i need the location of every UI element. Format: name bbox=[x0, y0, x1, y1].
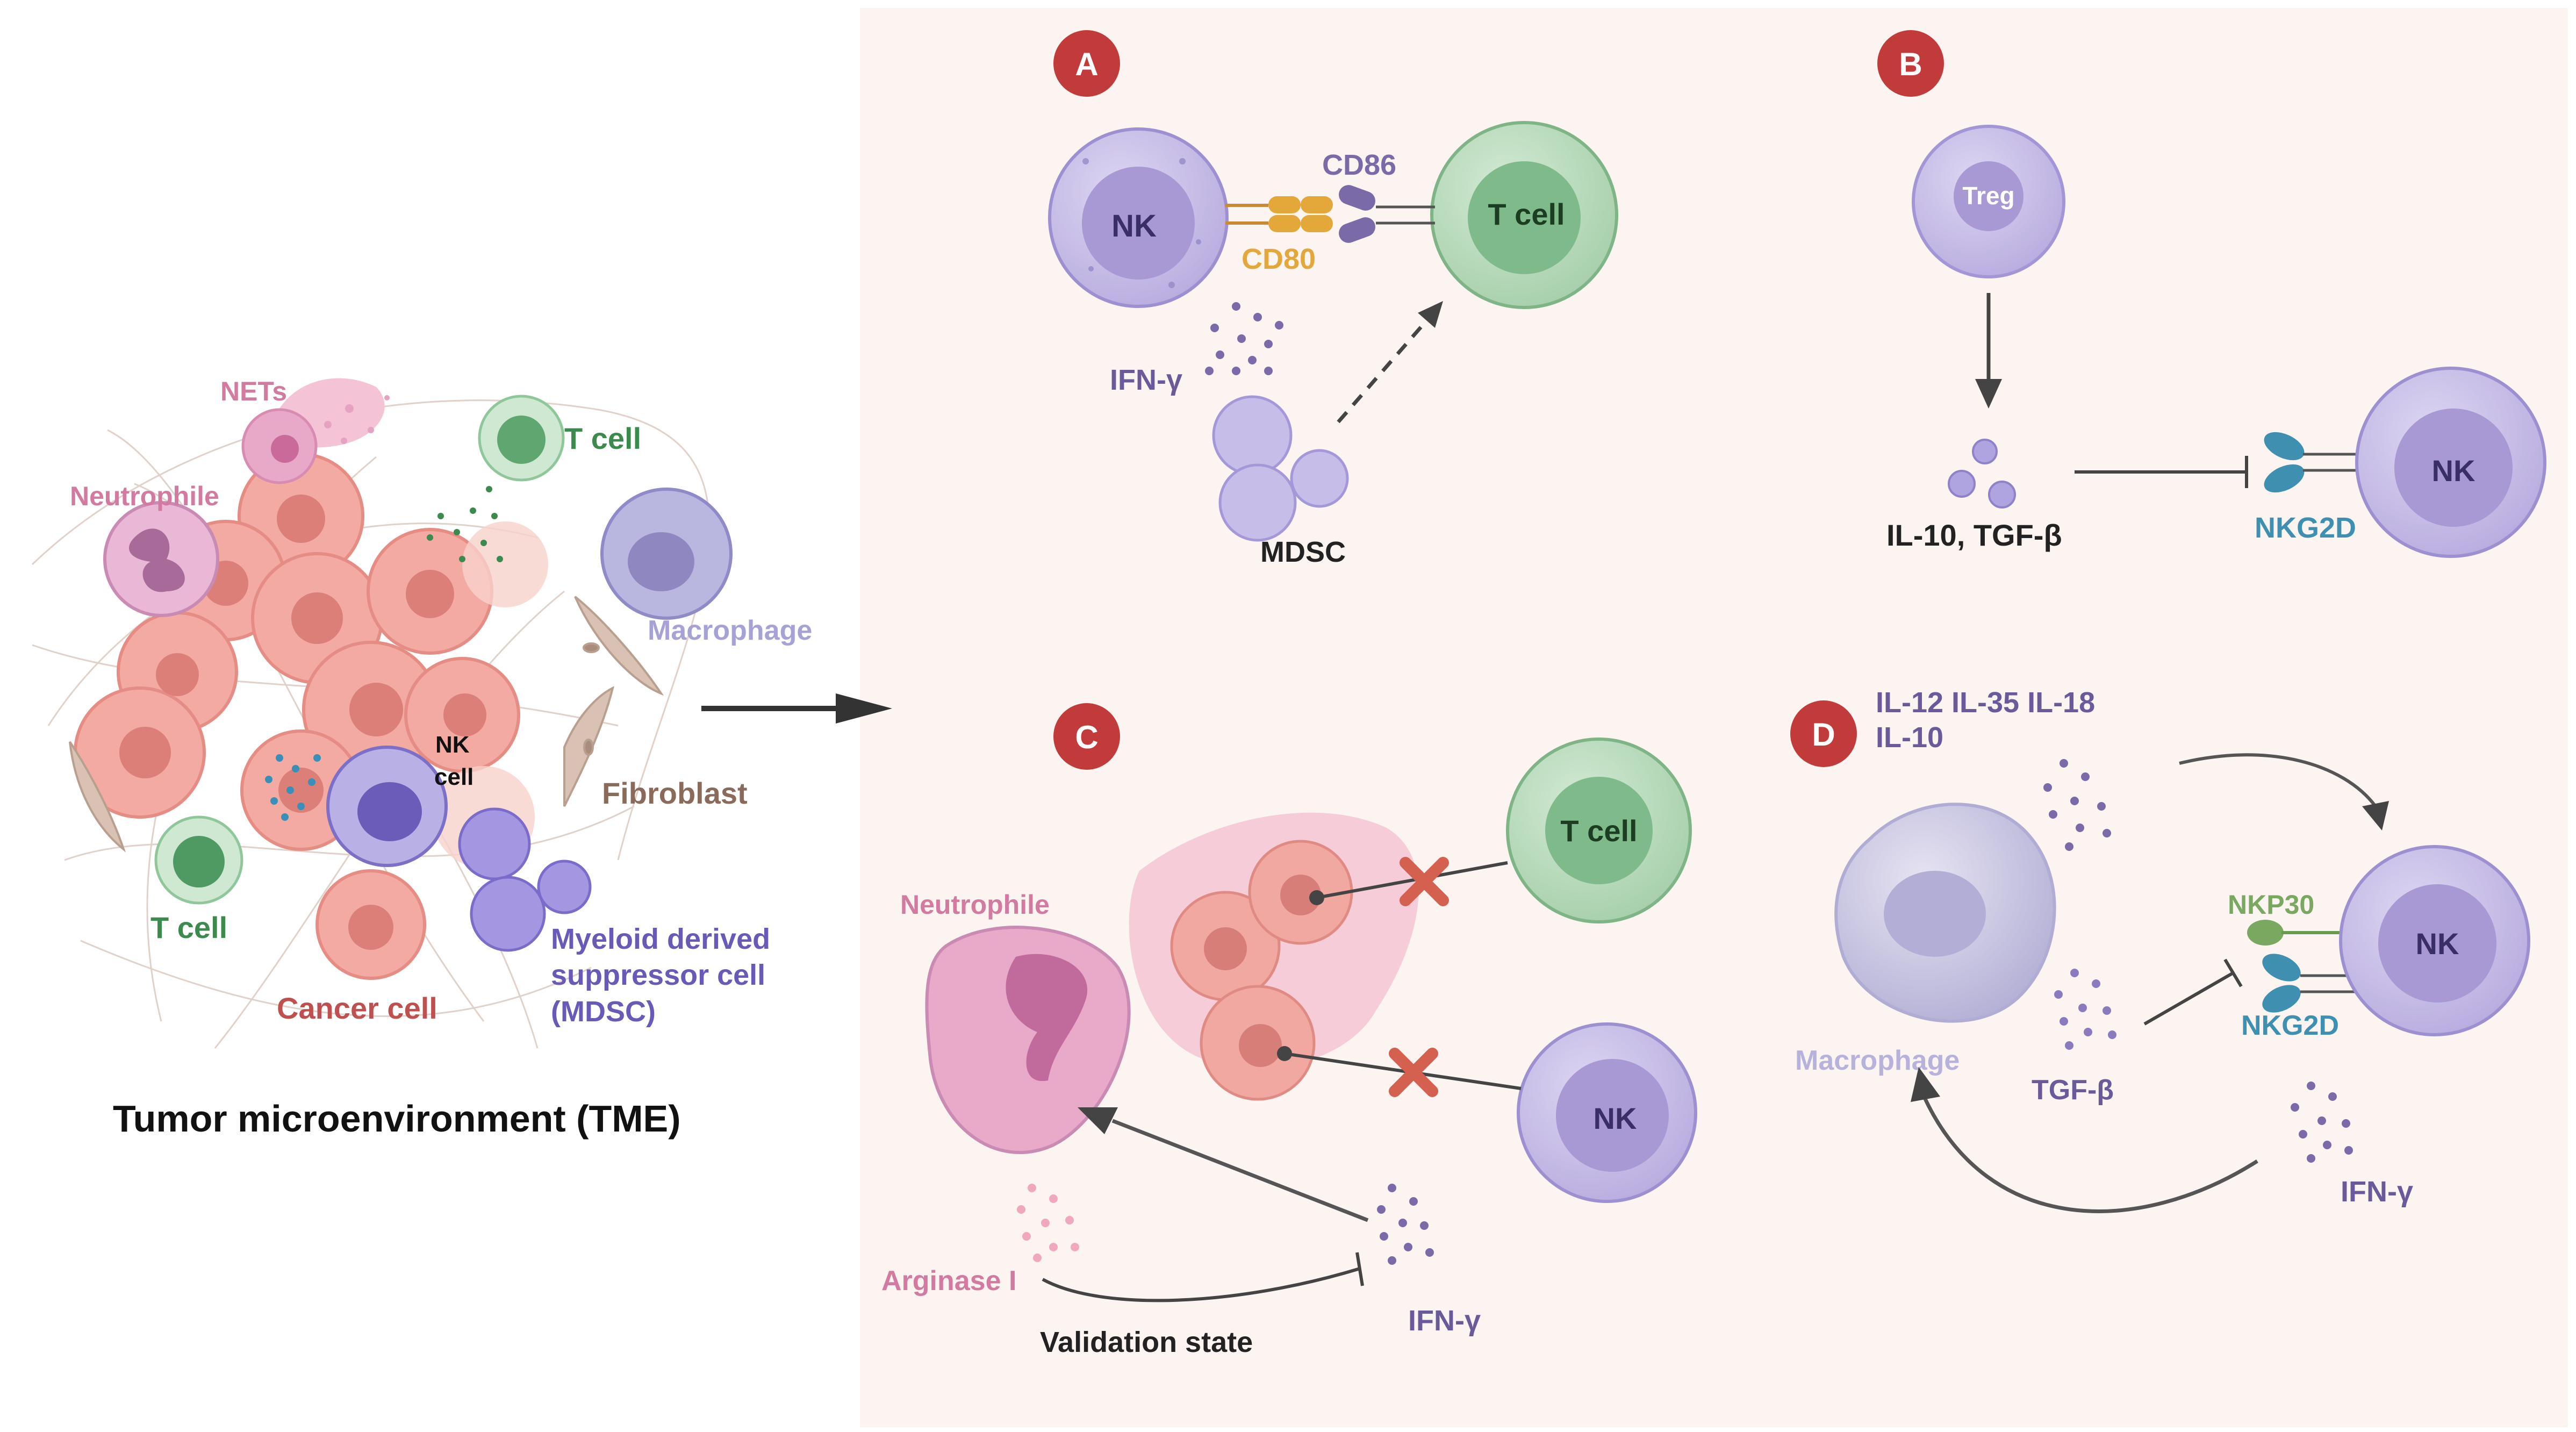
arginase-dots bbox=[1017, 1184, 1079, 1262]
panel-b: B Treg IL-10, TGF-β NKG2D NK bbox=[1877, 30, 2546, 558]
cytokine-to-nk-arrow bbox=[2179, 753, 2377, 807]
label-cancer-cell: Cancer cell bbox=[277, 991, 437, 1025]
label-nk-cell-line1: NK bbox=[435, 732, 470, 758]
panel-a: A NK T cell bbox=[1048, 30, 1618, 568]
label-nk-cell-line2: cell bbox=[434, 764, 473, 790]
ifn-label-a: IFN-γ bbox=[1110, 364, 1182, 396]
arginase-label: Arginase I bbox=[881, 1265, 1016, 1297]
cytokines-label-b: IL-10, TGF-β bbox=[1886, 518, 2062, 552]
badge-a: A bbox=[1075, 46, 1098, 82]
label-tcell-bottom: T cell bbox=[150, 911, 227, 944]
tgf-dots bbox=[2054, 969, 2116, 1050]
badge-b-circle bbox=[1877, 30, 1944, 97]
nk-label-a: NK bbox=[1111, 209, 1157, 244]
treg-label: Treg bbox=[1962, 182, 2014, 210]
label-mdsc-line2: suppressor cell bbox=[551, 959, 765, 991]
nk-label-d: NK bbox=[2416, 927, 2459, 961]
macrophage-label-d: Macrophage bbox=[1795, 1045, 1960, 1076]
tcell-bottom bbox=[154, 815, 243, 905]
nkg2d-label-b: NKG2D bbox=[2255, 512, 2356, 544]
ifn-dots-a bbox=[1205, 302, 1283, 375]
tcell-label-a: T cell bbox=[1488, 197, 1565, 231]
neutrophile-label-c: Neutrophile bbox=[900, 890, 1050, 920]
main-arrow bbox=[701, 693, 892, 724]
ifn-dots-d bbox=[2291, 1082, 2353, 1163]
block-x-icon bbox=[1389, 1048, 1438, 1097]
cytokines-line1-d: IL-12 IL-35 IL-18 bbox=[1876, 686, 2095, 719]
cd80-label: CD80 bbox=[1242, 243, 1316, 275]
block-x-icon bbox=[1400, 857, 1449, 906]
tcell-label-c: T cell bbox=[1560, 814, 1637, 848]
tme-title: Tumor microenvironment (TME) bbox=[113, 1098, 681, 1140]
macrophage-tme bbox=[600, 488, 733, 620]
badge-c: C bbox=[1075, 719, 1098, 755]
label-fibroblast: Fibroblast bbox=[602, 776, 748, 810]
nkg2d-receptor-b bbox=[2264, 432, 2359, 493]
label-macrophage: Macrophage bbox=[648, 615, 812, 646]
mdsc-dashed-arrow bbox=[1337, 316, 1431, 424]
cytokine-balls-b bbox=[1948, 439, 2016, 509]
ifn-dots-c bbox=[1377, 1184, 1434, 1265]
nk-label-c: NK bbox=[1594, 1101, 1637, 1135]
cytokine-dots-d bbox=[2043, 759, 2111, 851]
nkg2d-receptor-d bbox=[2262, 954, 2359, 1013]
panel-d: D IL-12 IL-35 IL-18 IL-10 Macrophage TGF… bbox=[1790, 686, 2530, 1213]
label-nets: NETs bbox=[220, 376, 287, 406]
fibroblasts bbox=[69, 596, 664, 853]
validation-label: Validation state bbox=[1040, 1326, 1253, 1358]
cd80-cd86-binding bbox=[1225, 185, 1435, 243]
nets-neutrophil bbox=[241, 378, 390, 484]
nk-cell-tme bbox=[265, 746, 448, 867]
label-mdsc-line3: (MDSC) bbox=[551, 996, 656, 1028]
label-mdsc-line1: Myeloid derived bbox=[551, 923, 770, 955]
badge-c-circle bbox=[1053, 703, 1120, 770]
badge-d: D bbox=[1812, 717, 1835, 753]
label-tcell-top: T cell bbox=[564, 421, 641, 455]
mdsc-label-a: MDSC bbox=[1260, 536, 1346, 568]
neutrophile-left bbox=[103, 501, 219, 617]
label-neutrophile: Neutrophile bbox=[70, 481, 219, 511]
mdsc-cluster-tme bbox=[458, 807, 592, 952]
panel-c: C Neutrophile T cell NK bbox=[881, 703, 1697, 1358]
nkp30-label: NKP30 bbox=[2228, 890, 2314, 920]
ifn-label-d: IFN-γ bbox=[2341, 1176, 2413, 1208]
ifn-to-macrophage-arrow bbox=[1922, 1096, 2258, 1213]
mdsc-cells-a bbox=[1212, 395, 1349, 542]
nkg2d-label-d: NKG2D bbox=[2241, 1010, 2339, 1041]
badge-b: B bbox=[1899, 46, 1922, 82]
badge-d-circle bbox=[1790, 700, 1857, 767]
tgf-label-d: TGF-β bbox=[2032, 1075, 2114, 1106]
badge-a-circle bbox=[1053, 30, 1120, 97]
ifn-to-neutrophile-arrow bbox=[1111, 1119, 1369, 1222]
cytokines-line2-d: IL-10 bbox=[1876, 721, 1943, 754]
macrophage-d bbox=[1834, 803, 2056, 1023]
ifn-label-c: IFN-γ bbox=[1408, 1305, 1481, 1337]
cd86-label: CD86 bbox=[1322, 149, 1396, 181]
nk-label-b: NK bbox=[2432, 454, 2475, 488]
validation-inhibit-curve bbox=[1042, 1267, 1360, 1302]
tcell-top bbox=[427, 395, 565, 562]
tme-cluster: NETs Neutrophile T cell Macrophage NK ce… bbox=[31, 376, 812, 1049]
